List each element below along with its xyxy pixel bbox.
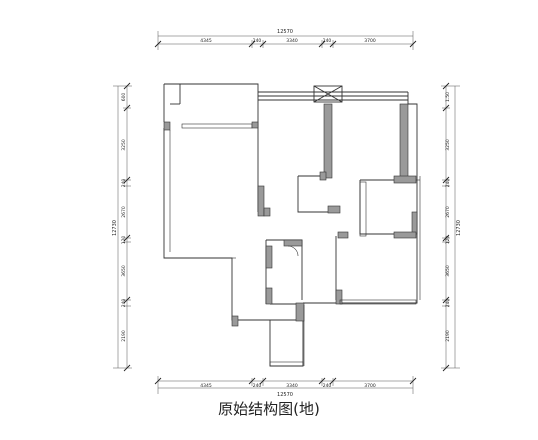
right-dimension-4: 120 [445,236,451,245]
right-dimension-1: 3250 [445,139,451,151]
bottom-total-dimension: 12570 [277,392,293,398]
right-dimension-6: 240 [445,299,451,308]
top-dimension-3: 3340 [286,38,298,44]
right-dimension-5: 3650 [445,265,451,277]
bottom-dimension-3: 3340 [286,383,298,389]
left-dimension-2: 240 [121,179,127,188]
bottom-dimension-5: 3700 [364,383,376,389]
right-small-label: 1.50 [445,92,451,102]
left-dimension-3: 2670 [121,206,127,218]
left-dimension-1: 3250 [121,139,127,151]
top-dimension-2: 240 [253,38,262,44]
left-dimension-5: 3650 [121,265,127,277]
top-dimension-4: 240 [323,38,332,44]
right-dimension-7: 2190 [445,330,451,342]
left-dimension-4: 120 [121,236,127,245]
structural-walls [163,103,418,367]
bottom-dimension-chain [157,376,414,394]
top-total-dimension: 12570 [277,29,293,35]
drawing-title: 原始结构图(地) [218,400,320,418]
left-total-dimension: 12730 [112,220,118,236]
door-swing-icon [287,245,299,257]
right-dimension-3: 2670 [445,206,451,218]
wall-outlines [163,83,418,367]
top-dimension-1: 4345 [200,38,212,44]
bottom-dimension-1: 4345 [200,383,212,389]
right-total-dimension: 12730 [456,220,462,236]
bottom-dimension-2: 240 [253,383,262,389]
top-dimension-5: 3700 [364,38,376,44]
right-dimension-chain [441,85,460,369]
left-dimension-7: 2190 [121,330,127,342]
left-dimension-6: 240 [121,299,127,308]
bottom-dimension-4: 240 [323,383,332,389]
window-lines [169,130,421,366]
left-small-label: 600 [121,93,127,102]
right-dimension-2: 240 [445,179,451,188]
